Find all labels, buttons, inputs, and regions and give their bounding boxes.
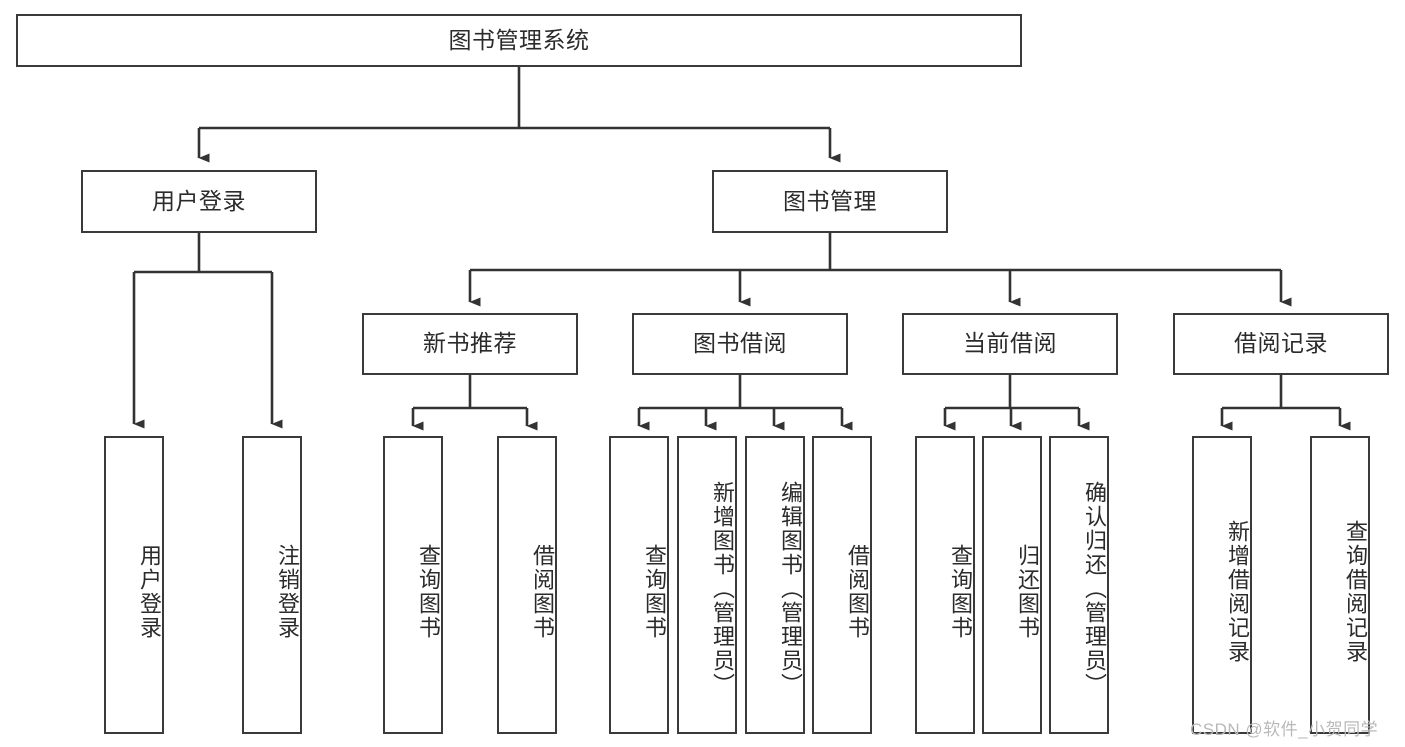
- leaf-query-borrow-record[interactable]: 查询借阅记录: [1310, 436, 1370, 734]
- leaf-edit-book-admin[interactable]: 编辑图书（管理员）: [745, 436, 805, 734]
- leaf-confirm-return-admin[interactable]: 确认归还（管理员）: [1049, 436, 1109, 734]
- leaf-borrow-book-recommend[interactable]: 借阅图书: [497, 436, 557, 734]
- node-user-login[interactable]: 用户登录: [81, 170, 317, 233]
- leaf-add-book-admin[interactable]: 新增图书（管理员）: [677, 436, 737, 734]
- node-root-system[interactable]: 图书管理系统: [16, 14, 1022, 67]
- leaf-logout[interactable]: 注销登录: [242, 436, 302, 734]
- csdn-watermark: CSDN @软件_小贺同学: [1190, 720, 1379, 739]
- leaf-borrow-book[interactable]: 借阅图书: [812, 436, 872, 734]
- leaf-user-login[interactable]: 用户登录: [104, 436, 164, 734]
- node-new-book-recommendation[interactable]: 新书推荐: [362, 313, 578, 375]
- leaf-return-book[interactable]: 归还图书: [982, 436, 1042, 734]
- leaf-query-book-recommend[interactable]: 查询图书: [383, 436, 443, 734]
- node-book-borrow[interactable]: 图书借阅: [632, 313, 848, 375]
- node-borrow-record[interactable]: 借阅记录: [1173, 313, 1389, 375]
- leaf-query-book-current[interactable]: 查询图书: [915, 436, 975, 734]
- leaf-add-borrow-record[interactable]: 新增借阅记录: [1192, 436, 1252, 734]
- node-current-borrow[interactable]: 当前借阅: [902, 313, 1118, 375]
- node-book-management[interactable]: 图书管理: [712, 170, 948, 233]
- leaf-query-book-borrow[interactable]: 查询图书: [609, 436, 669, 734]
